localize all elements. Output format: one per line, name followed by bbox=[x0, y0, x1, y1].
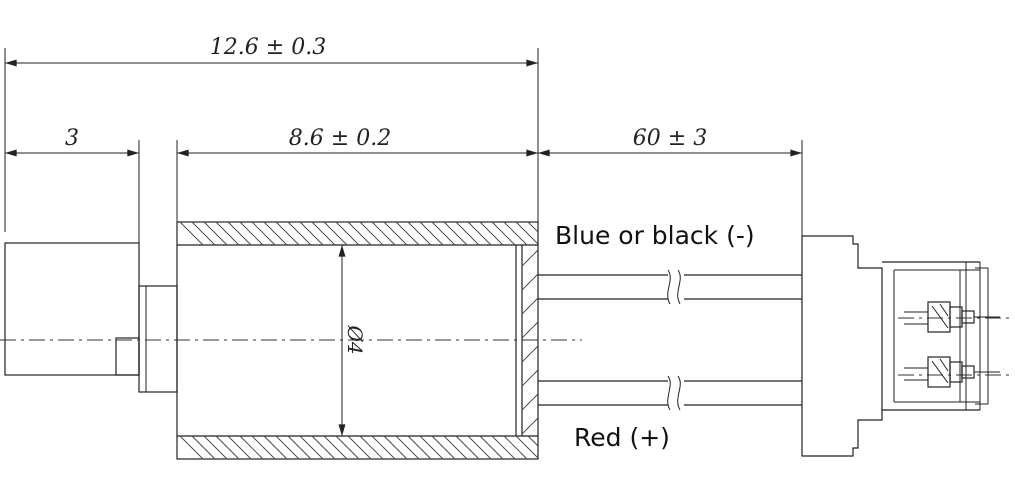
terminal-bottom bbox=[898, 356, 1010, 388]
hatch-line bbox=[419, 435, 444, 460]
terminal-top bbox=[898, 301, 1010, 333]
hatch-line bbox=[371, 221, 396, 246]
hatch-line bbox=[347, 435, 372, 460]
hatch-line bbox=[491, 221, 516, 246]
hatch-line bbox=[275, 221, 300, 246]
hatch-line bbox=[395, 435, 420, 460]
hatch-line bbox=[359, 221, 384, 246]
hatch-line bbox=[383, 221, 408, 246]
hatch-line bbox=[287, 435, 312, 460]
hatch-line bbox=[263, 435, 288, 460]
eccentric-weight bbox=[4, 242, 178, 393]
lead-wires bbox=[538, 269, 802, 411]
hatch-line bbox=[251, 435, 276, 460]
hatch-line bbox=[251, 221, 276, 246]
dimension-weight-length: 3 bbox=[5, 126, 139, 157]
hatch-line bbox=[521, 369, 539, 387]
hatch-line bbox=[521, 321, 539, 339]
hatch-line bbox=[443, 221, 468, 246]
hatch-line bbox=[215, 221, 240, 246]
hatch-line bbox=[455, 221, 480, 246]
hatch-line bbox=[521, 393, 539, 411]
hatch-line bbox=[503, 435, 528, 460]
hatch-line bbox=[311, 435, 336, 460]
hatch-line bbox=[227, 221, 252, 246]
hatch-line bbox=[479, 221, 504, 246]
hatch-line bbox=[323, 221, 348, 246]
hatch-line bbox=[521, 345, 539, 363]
body-length-label: 8.6 ± 0.2 bbox=[289, 126, 391, 151]
hatch-line bbox=[407, 221, 432, 246]
hatch-line bbox=[467, 221, 492, 246]
hatch-line bbox=[335, 221, 360, 246]
hatch-line bbox=[515, 221, 539, 245]
negative-wire-label: Blue or black (-) bbox=[555, 221, 755, 250]
hatch-line bbox=[383, 435, 408, 460]
positive-wire-label: Red (+) bbox=[574, 423, 670, 452]
hatch-line bbox=[521, 297, 539, 315]
shell-hatch-end bbox=[521, 249, 539, 435]
hatch-line bbox=[239, 435, 264, 460]
hatch-line bbox=[299, 435, 324, 460]
hatch-line bbox=[521, 249, 539, 267]
hatch-line bbox=[359, 435, 384, 460]
hatch-line bbox=[431, 435, 456, 460]
total-length-label: 12.6 ± 0.3 bbox=[210, 35, 326, 60]
hatch-line bbox=[263, 221, 288, 246]
hatch-line bbox=[287, 221, 312, 246]
hatch-line bbox=[191, 435, 216, 460]
extension-lines bbox=[4, 48, 803, 243]
lead-length-label: 60 ± 3 bbox=[633, 126, 707, 151]
hatch-line bbox=[455, 435, 480, 460]
hatch-line bbox=[527, 221, 539, 233]
hatch-line bbox=[407, 435, 432, 460]
hatch-line bbox=[203, 435, 228, 460]
hatch-line bbox=[521, 273, 539, 291]
hatch-line bbox=[179, 221, 204, 246]
hatch-line bbox=[203, 221, 228, 246]
hatch-line bbox=[371, 435, 396, 460]
dimension-lead-length: 60 ± 3 bbox=[538, 126, 802, 157]
shell-hatch-bottom bbox=[179, 435, 539, 460]
hatch-line bbox=[239, 221, 264, 246]
hatch-line bbox=[395, 221, 420, 246]
hatch-line bbox=[299, 221, 324, 246]
hatch-line bbox=[323, 435, 348, 460]
dimension-total-length: 12.6 ± 0.3 bbox=[5, 35, 538, 67]
hatch-line bbox=[419, 221, 444, 246]
hatch-line bbox=[179, 435, 204, 460]
hatch-line bbox=[521, 417, 539, 435]
hatch-line bbox=[479, 435, 504, 460]
hatch-line bbox=[311, 221, 336, 246]
hatch-line bbox=[215, 435, 240, 460]
dimension-body-length: 8.6 ± 0.2 bbox=[177, 126, 538, 157]
hatch-line bbox=[491, 435, 516, 460]
hatch-line bbox=[227, 435, 252, 460]
hatch-line bbox=[191, 221, 216, 246]
hatch-line bbox=[467, 435, 492, 460]
hatch-line bbox=[443, 435, 468, 460]
shell-hatch-top bbox=[179, 221, 539, 246]
hatch-line bbox=[431, 221, 456, 246]
hatch-line bbox=[275, 435, 300, 460]
connector bbox=[801, 235, 989, 457]
hatch-line bbox=[515, 435, 539, 459]
hatch-line bbox=[335, 435, 360, 460]
hatch-line bbox=[347, 221, 372, 246]
hatch-line bbox=[503, 221, 528, 246]
hatch-line bbox=[527, 435, 539, 447]
weight-length-label: 3 bbox=[65, 126, 79, 151]
